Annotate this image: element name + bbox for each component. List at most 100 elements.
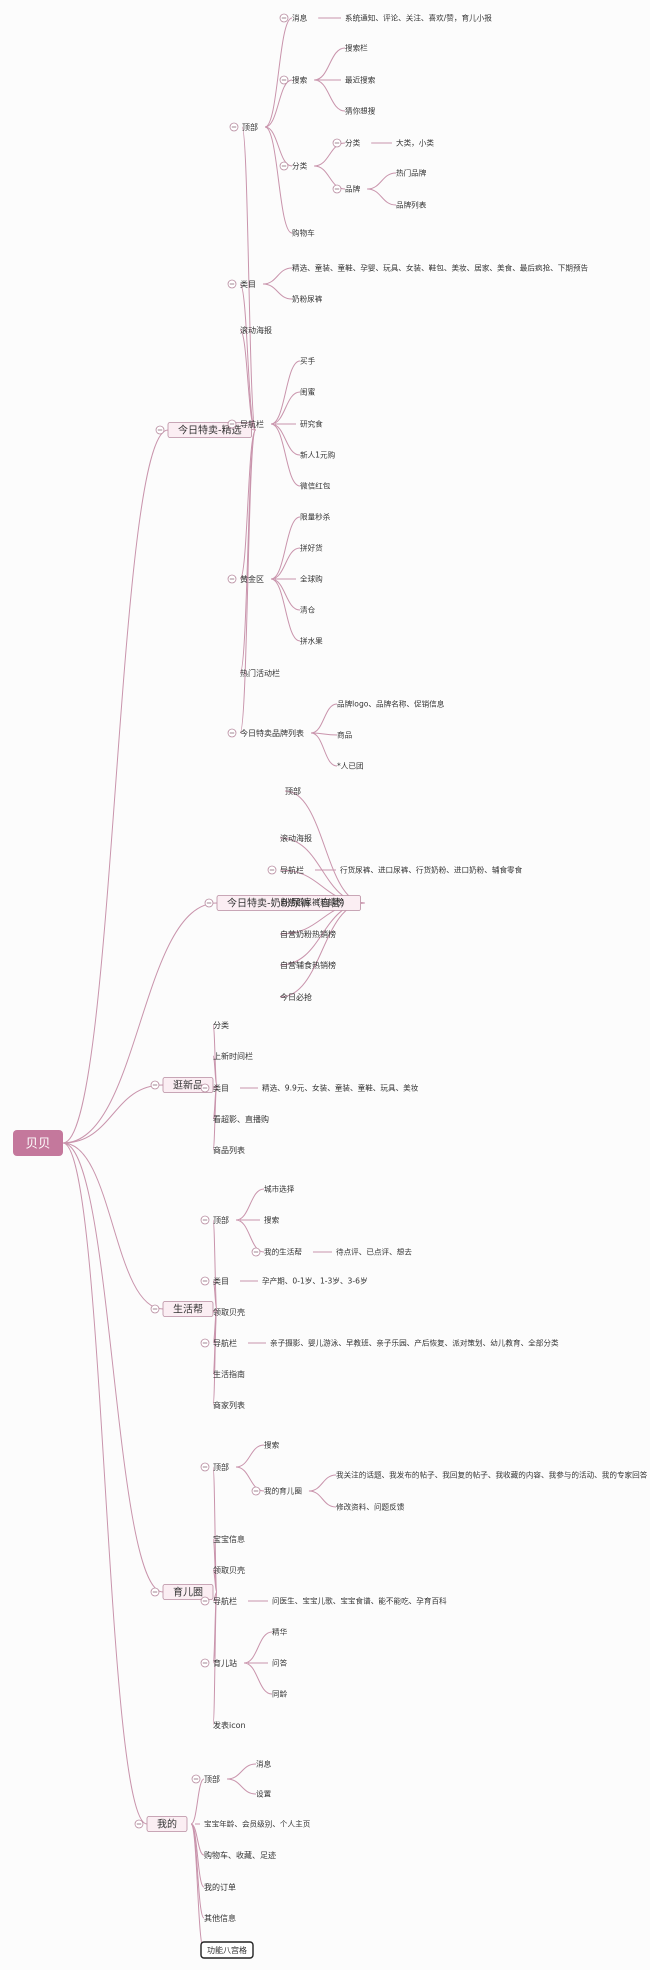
node-label: 发表icon bbox=[213, 1720, 246, 1730]
leaf-label: 搜索 bbox=[264, 1215, 280, 1225]
node-label: 设置 bbox=[256, 1789, 272, 1799]
branch-node-box[interactable] bbox=[146, 1816, 188, 1832]
leaf-label: 大类，小类 bbox=[396, 138, 434, 148]
connector-line bbox=[190, 1778, 205, 1825]
node-label: 今日特卖品牌列表 bbox=[240, 728, 304, 738]
connector-line bbox=[314, 142, 346, 167]
connector-line bbox=[284, 790, 365, 904]
connector-line bbox=[212, 1308, 218, 1406]
node-label: 闺蜜 bbox=[300, 387, 316, 397]
branch-node-label: 今日特卖-奶粉尿裤（自营） bbox=[227, 897, 351, 910]
selected-node-box[interactable] bbox=[200, 1941, 254, 1959]
node-label: 精选、童装、童鞋、孕婴、玩具、女装、鞋包、美妆、居家、美食、最后疯抢、下期预告 bbox=[292, 263, 589, 273]
connector-line bbox=[226, 1763, 257, 1780]
connector-line bbox=[212, 1591, 218, 1602]
node-label: 修改资料、问题反馈 bbox=[336, 1502, 405, 1512]
node-label: 新人1元购 bbox=[300, 450, 336, 460]
node-label: 清仓 bbox=[300, 605, 316, 615]
connector-line bbox=[270, 360, 301, 425]
connector-line bbox=[62, 902, 218, 1144]
node-label: 领取贝壳 bbox=[213, 1307, 245, 1317]
branch-node-box[interactable] bbox=[216, 895, 362, 911]
connector-line bbox=[262, 283, 293, 300]
node-label: 顶部 bbox=[242, 122, 258, 132]
node-label: 购物车 bbox=[292, 228, 315, 238]
node-label: 黄金区 bbox=[240, 574, 264, 584]
connector-line bbox=[367, 172, 397, 190]
nodes: 贝贝今日特卖-精选顶部消息系统通知、评论、关注、喜欢/赞，育儿小报搜索搜索栏最近… bbox=[13, 13, 648, 1959]
node-label: 上新时间栏 bbox=[213, 1051, 253, 1061]
node-label: 分类 bbox=[292, 161, 308, 171]
node-label: 消息 bbox=[292, 13, 308, 23]
node-label: *人已团 bbox=[337, 762, 364, 771]
node-label: 看超影、直播购 bbox=[213, 1114, 269, 1124]
node-label: 类目 bbox=[213, 1276, 229, 1286]
node-label: 我的生活帮 bbox=[264, 1247, 302, 1257]
leaf-label: 宝宝年龄、会员级别、个人主页 bbox=[204, 1819, 311, 1829]
node-label: 导航栏 bbox=[213, 1596, 237, 1606]
node-label: 城市选择 bbox=[264, 1184, 295, 1194]
node-label: 搜索栏 bbox=[345, 43, 368, 53]
leaf-label: 待点评、已点评、想去 bbox=[336, 1247, 412, 1257]
leaf-label: 全球购 bbox=[300, 574, 323, 584]
connector-line bbox=[212, 1591, 218, 1726]
branch-node-label: 我的 bbox=[157, 1818, 177, 1831]
connector-line bbox=[212, 1280, 218, 1310]
node-label: 导航栏 bbox=[213, 1338, 237, 1348]
node-label: 顶部 bbox=[213, 1462, 229, 1472]
leaf-label: 问答 bbox=[272, 1658, 288, 1668]
node-label: 品牌列表 bbox=[396, 200, 427, 210]
connector-line bbox=[62, 429, 169, 1144]
connector-line bbox=[212, 1569, 218, 1593]
branch-node-label: 育儿圈 bbox=[173, 1586, 203, 1599]
connector-line bbox=[235, 1466, 265, 1492]
connector-line bbox=[270, 578, 301, 642]
node-label: 买手 bbox=[300, 356, 316, 366]
node-label: 我的育儿圈 bbox=[264, 1486, 302, 1496]
node-label: 领取贝壳 bbox=[213, 1565, 245, 1575]
connector-line bbox=[314, 79, 346, 112]
node-label: 品牌logo、品牌名称、促销信息 bbox=[337, 699, 445, 709]
connector-line bbox=[62, 1084, 164, 1144]
node-label: 导航栏 bbox=[240, 419, 264, 429]
connector-line bbox=[270, 423, 301, 456]
connector-line bbox=[262, 267, 293, 285]
node-label: 类目 bbox=[240, 279, 256, 289]
connector-line bbox=[62, 1142, 164, 1593]
node-label: 限量秒杀 bbox=[300, 512, 331, 522]
connector-line bbox=[235, 1219, 265, 1253]
node-label: 宝宝信息 bbox=[213, 1534, 245, 1544]
connector-line bbox=[226, 1778, 257, 1795]
node-label: 分类 bbox=[345, 138, 361, 148]
connector-line bbox=[264, 126, 293, 167]
node-label: 热门活动栏 bbox=[240, 668, 280, 678]
node-label: 顶部 bbox=[285, 786, 301, 796]
leaf-label: 问医生、宝宝儿歌、宝宝食谱、能不能吃、孕育百科 bbox=[272, 1596, 447, 1606]
node-label: 自营纸尿裤热销榜 bbox=[280, 897, 344, 907]
node-label: 品牌 bbox=[345, 184, 361, 194]
branch-node-box[interactable] bbox=[162, 1301, 214, 1317]
node-label: 同龄 bbox=[272, 1689, 288, 1699]
branch-node-box[interactable] bbox=[162, 1077, 214, 1093]
connector-line bbox=[235, 1444, 265, 1468]
branch-node-label: 今日特卖-精选 bbox=[178, 424, 242, 437]
node-label: 导航栏 bbox=[280, 865, 304, 875]
leaf-label: 最近搜索 bbox=[345, 75, 376, 85]
connector-line bbox=[239, 329, 257, 431]
root-node[interactable] bbox=[13, 1130, 63, 1156]
node-label: 其他信息 bbox=[204, 1913, 236, 1923]
node-label: 搜索 bbox=[264, 1440, 280, 1450]
leaf-label: 精选、9.9元、女装、童装、童鞋、玩具、美妆 bbox=[262, 1083, 419, 1093]
branch-node-box[interactable] bbox=[162, 1584, 214, 1600]
node-label: 自营辅食热销榜 bbox=[280, 960, 336, 970]
node-label: 商品 bbox=[337, 730, 353, 740]
node-label: 自营奶粉热销榜 bbox=[280, 929, 336, 939]
connector-line bbox=[243, 1662, 273, 1695]
node-label: 滚动海报 bbox=[280, 833, 312, 843]
connector-line bbox=[310, 732, 338, 767]
node-label: 类目 bbox=[213, 1083, 229, 1093]
connector-lines bbox=[62, 17, 397, 1951]
leaf-label: 行货尿裤、进口尿裤、行货奶粉、进口奶粉、辅食零食 bbox=[340, 865, 523, 875]
node-label: 消息 bbox=[256, 1759, 272, 1769]
